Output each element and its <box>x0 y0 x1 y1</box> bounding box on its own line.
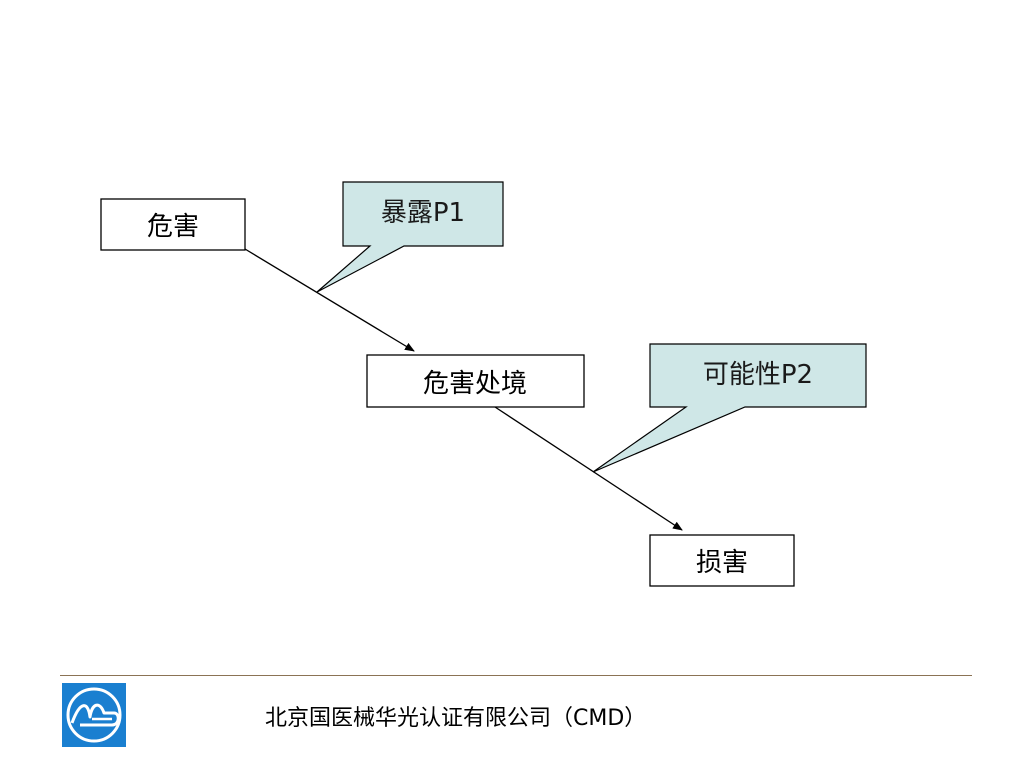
callout-exposure: 暴露P1 <box>316 181 504 293</box>
node-hazard: 危害 <box>100 198 246 251</box>
node-hazardous-situation: 危害处境 <box>366 354 585 408</box>
callout-exposure-label: 暴露P1 <box>381 198 465 228</box>
node-hazard-label: 危害 <box>147 212 199 242</box>
company-name: 北京国医械华光认证有限公司（CMD） <box>265 706 647 731</box>
footer-divider <box>60 675 972 676</box>
callout-probability-label: 可能性P2 <box>703 360 813 390</box>
node-harm: 损害 <box>649 534 795 587</box>
node-hazardous-situation-label: 危害处境 <box>423 369 527 399</box>
node-harm-label: 损害 <box>696 548 748 578</box>
callout-probability: 可能性P2 <box>592 343 867 473</box>
edge-situation-to-harm <box>494 406 683 531</box>
cmd-logo-icon <box>62 683 126 747</box>
edge-hazard-to-situation <box>244 248 415 352</box>
